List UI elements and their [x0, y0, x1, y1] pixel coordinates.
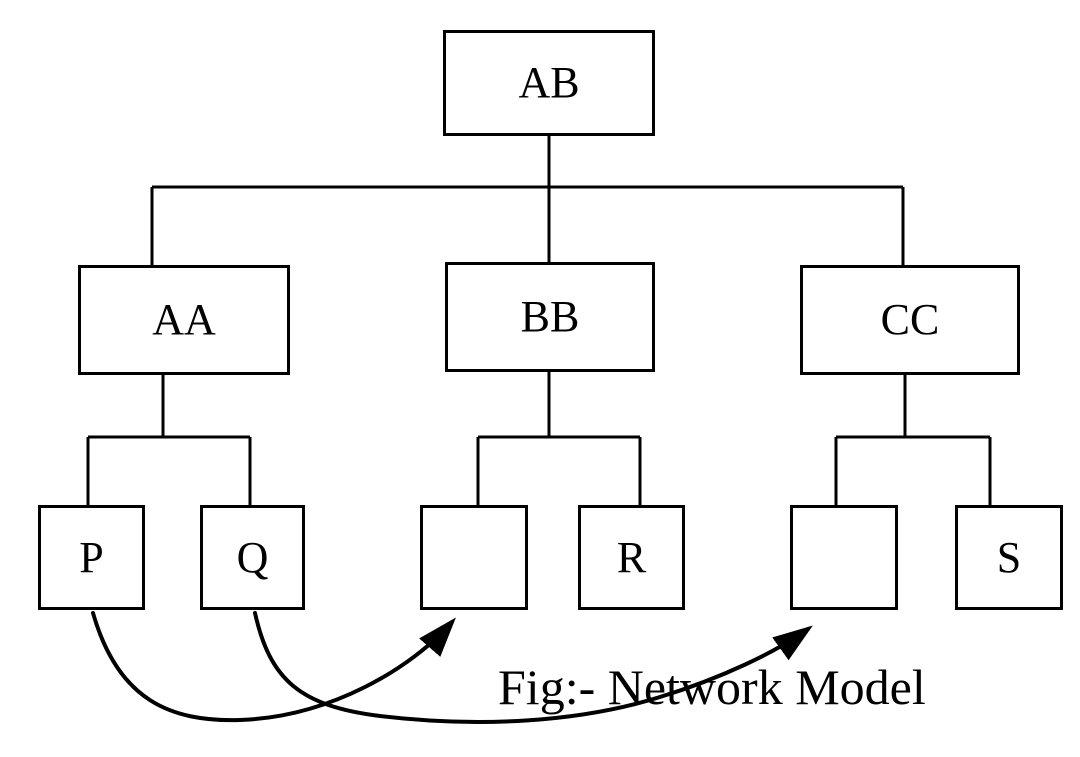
tree-edges-bb	[476, 372, 642, 505]
node-aa-label: AA	[152, 295, 216, 344]
node-cc: CC	[800, 265, 1020, 375]
arrow-q-to-cc-blank	[253, 611, 813, 724]
node-s: S	[955, 505, 1063, 610]
node-r-label: R	[616, 532, 647, 582]
node-cc-label: CC	[880, 295, 940, 344]
tree-edges-level1	[150, 136, 905, 265]
node-p: P	[38, 505, 145, 610]
node-r: R	[578, 505, 685, 610]
node-p-label: P	[79, 532, 104, 582]
node-ab: AB	[443, 30, 655, 136]
node-cc-blank-child	[790, 505, 898, 610]
node-aa: AA	[78, 265, 290, 375]
figure-caption: Fig:- Network Model	[498, 659, 926, 715]
node-s-label: S	[996, 532, 1022, 582]
tree-edges-aa	[86, 375, 252, 505]
node-bb-label: BB	[520, 292, 580, 341]
tree-edges-cc	[834, 375, 992, 505]
node-bb: BB	[445, 262, 655, 372]
node-q-label: Q	[236, 532, 269, 582]
arrow-p-to-bb-blank	[91, 611, 456, 723]
node-ab-label: AB	[518, 58, 580, 107]
network-arrows	[91, 611, 813, 724]
node-bb-blank-child	[420, 505, 528, 610]
node-q: Q	[200, 505, 305, 610]
